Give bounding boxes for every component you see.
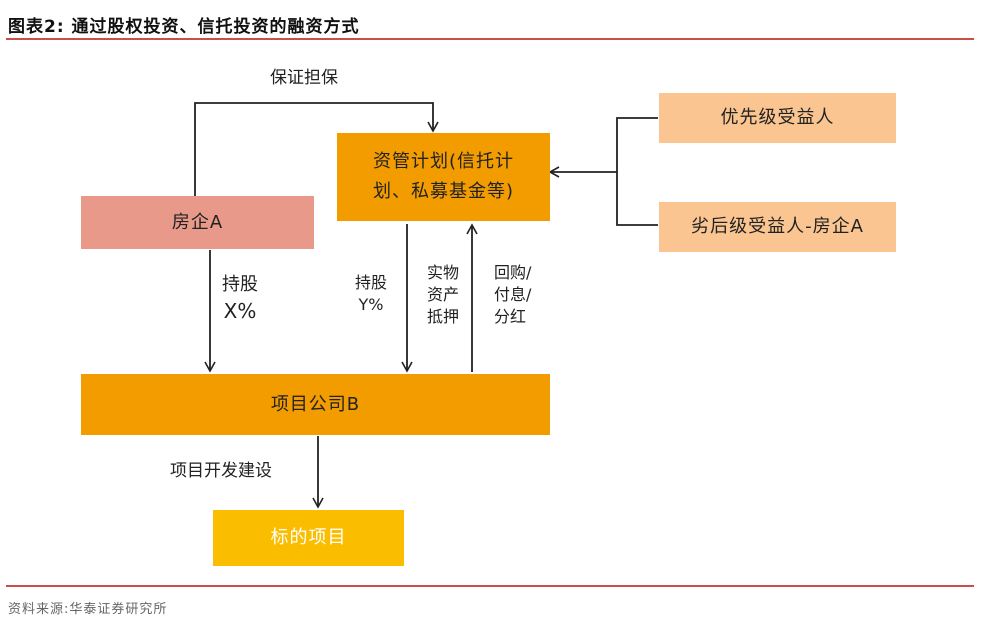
collateral-label-3: 抵押 xyxy=(427,307,460,326)
project-company-node: 项目公司B xyxy=(81,374,550,435)
repay-label-1: 回购/ xyxy=(494,263,532,282)
junior-beneficiary-node: 劣后级受益人-房企A xyxy=(659,202,896,252)
senior-beneficiary-node: 优先级受益人 xyxy=(659,93,896,143)
repay-label: 回购/ 付息/ 分红 xyxy=(494,262,531,328)
develop-label: 项目开发建设 xyxy=(170,461,272,481)
hold-x-label: 持股 X% xyxy=(222,272,258,324)
beneficiary-bracket xyxy=(616,117,658,226)
source-note: 资料来源:华泰证券研究所 xyxy=(8,602,168,617)
hold-y-label-1: 持股 xyxy=(355,273,388,292)
asset-plan-node: 资管计划(信托计 划、私募基金等) xyxy=(337,133,550,221)
hold-y-label: 持股 Y% xyxy=(355,272,387,316)
guarantee-label: 保证担保 xyxy=(270,68,338,88)
hold-x-label-1: 持股 xyxy=(222,274,258,295)
guarantee-arrow xyxy=(194,102,439,196)
hold-x-label-2: X% xyxy=(223,299,257,323)
repay-label-3: 分红 xyxy=(494,307,527,326)
hold-y-label-2: Y% xyxy=(358,295,384,314)
collateral-label-1: 实物 xyxy=(427,263,460,282)
repay-label-2: 付息/ xyxy=(494,285,532,304)
top-rule xyxy=(6,38,974,40)
figure-title: 图表2: 通过股权投资、信托投资的融资方式 xyxy=(8,17,360,37)
collateral-label-2: 资产 xyxy=(427,285,460,304)
bottom-rule xyxy=(6,585,974,587)
target-project-node: 标的项目 xyxy=(213,510,404,566)
asset-plan-label-2: 划、私募基金等) xyxy=(372,181,515,202)
collateral-label: 实物 资产 抵押 xyxy=(427,262,459,328)
asset-plan-label-1: 资管计划(信托计 xyxy=(372,151,515,172)
developer-node: 房企A xyxy=(81,196,314,249)
